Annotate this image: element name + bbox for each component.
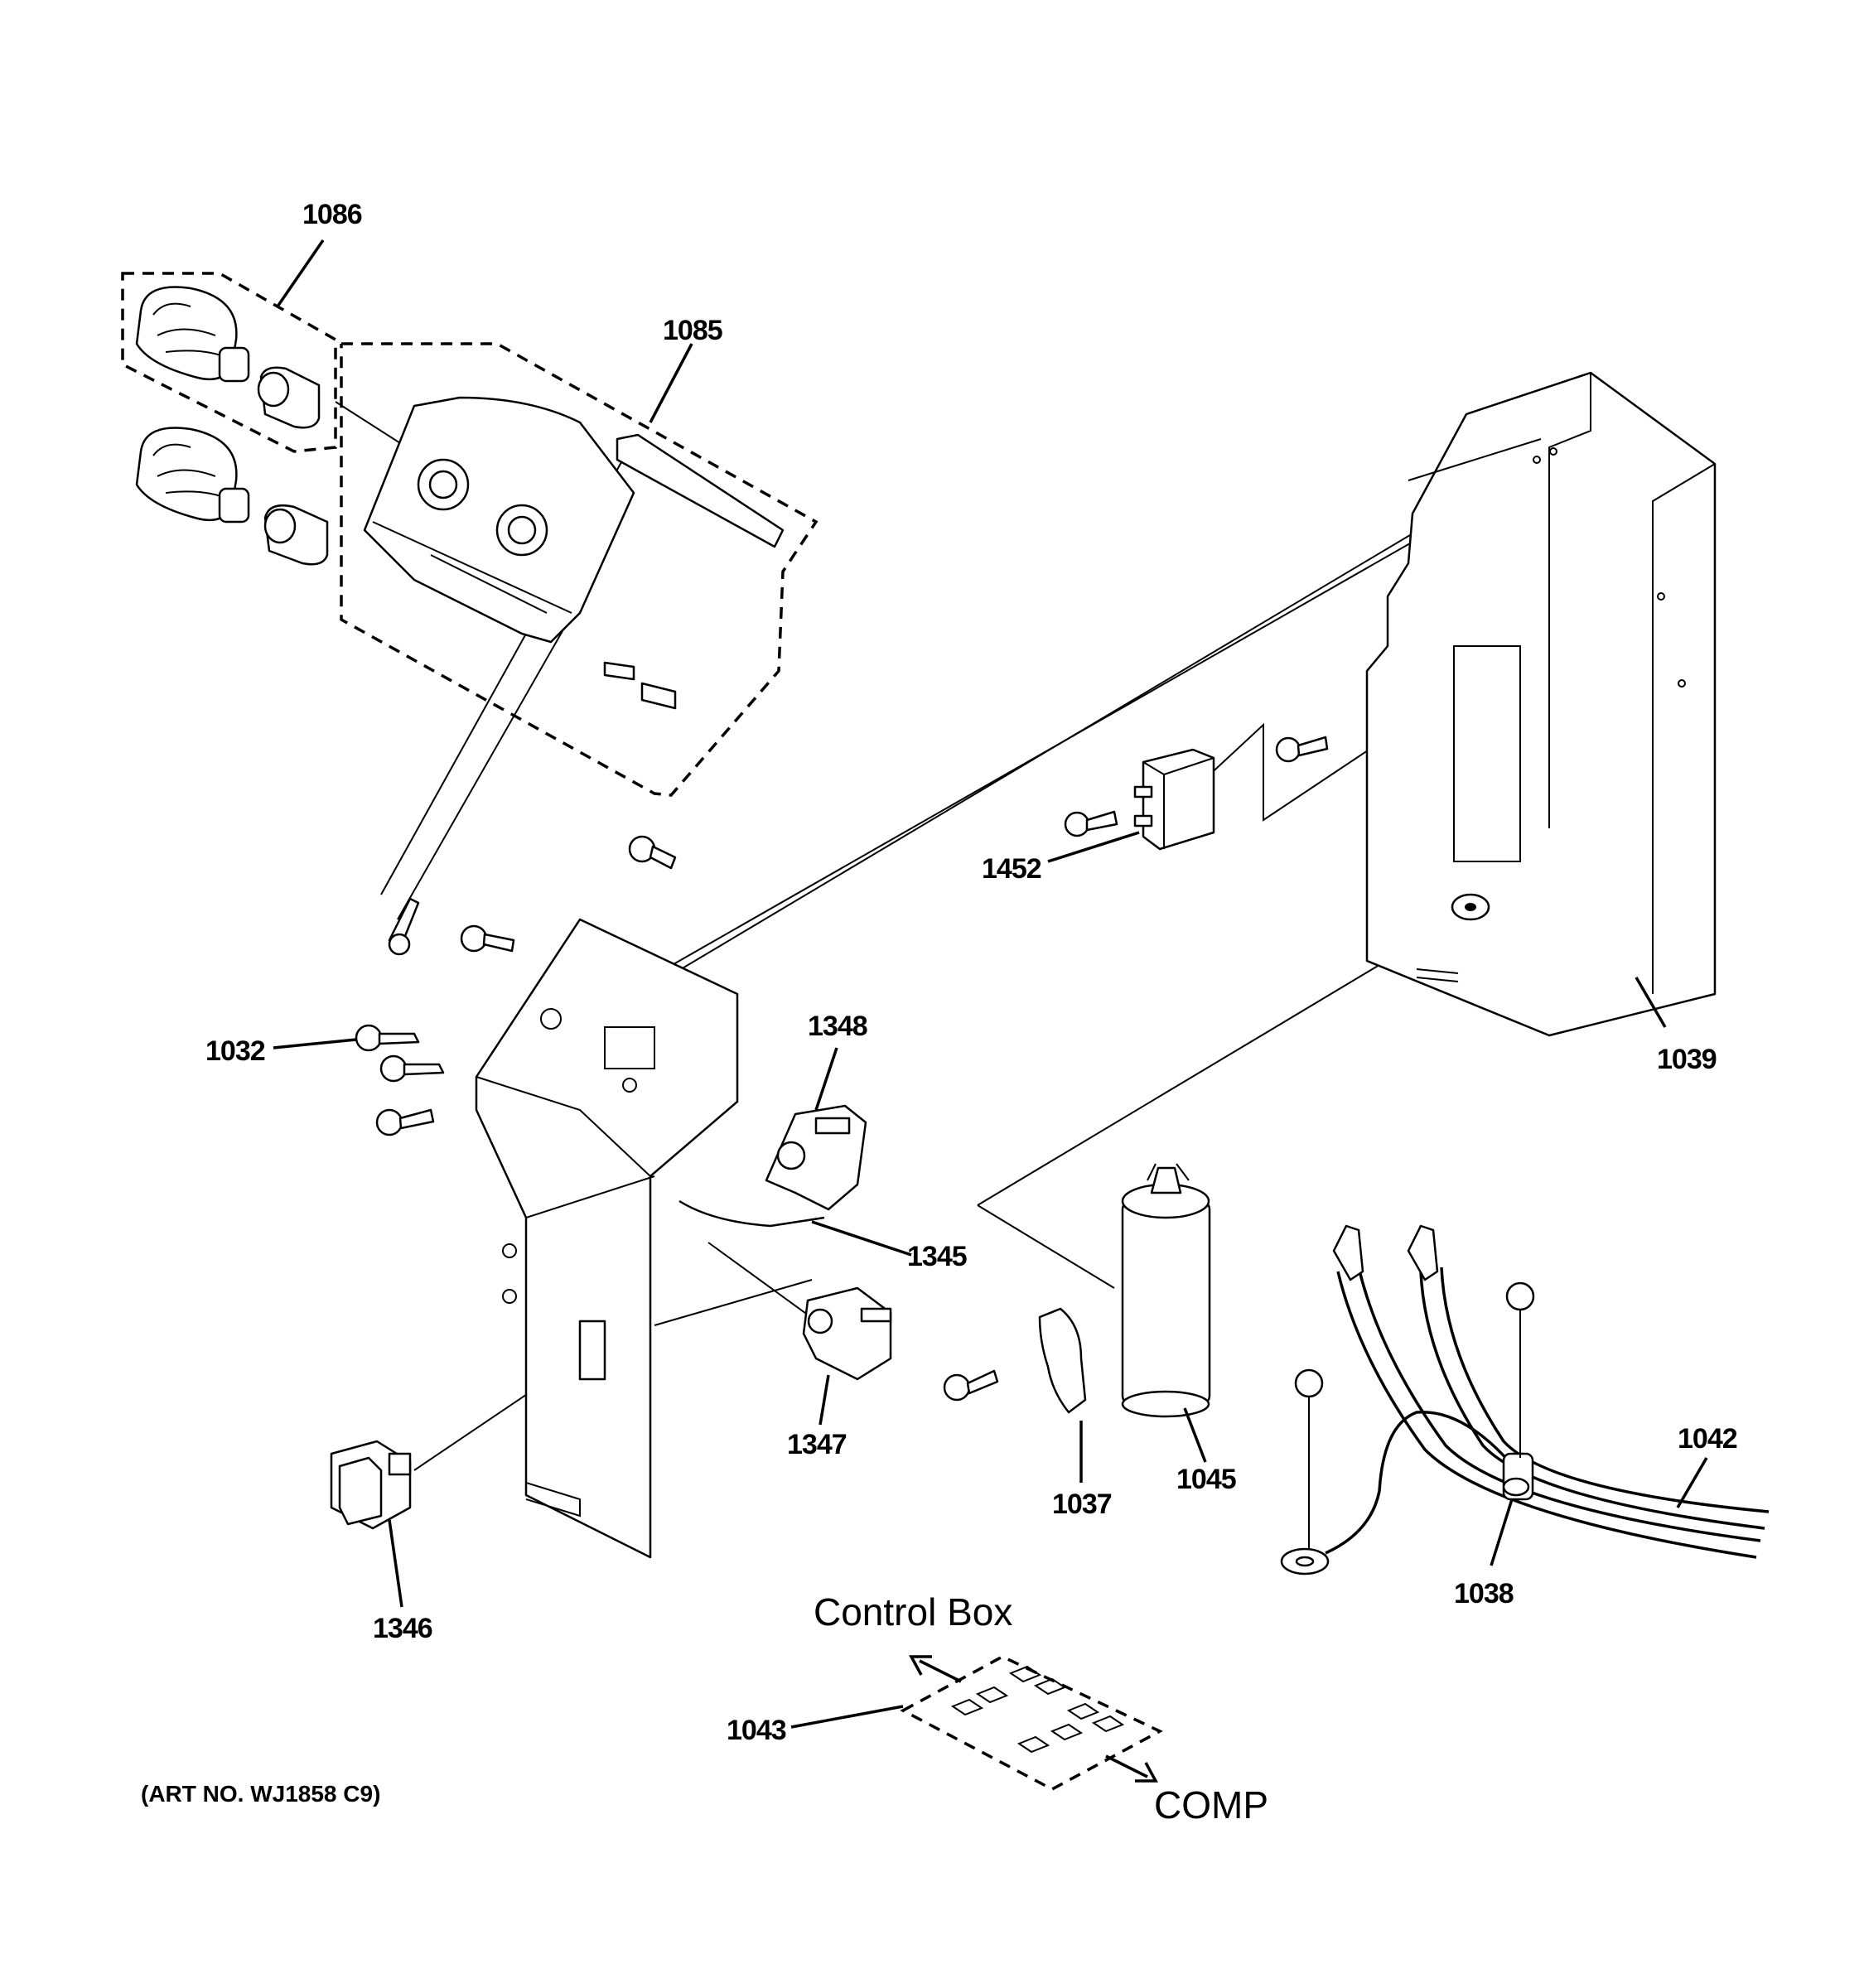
label-1347: 1347	[787, 1429, 847, 1460]
control-panel-group-1085	[340, 342, 819, 797]
control-box-housing-1039	[1365, 371, 1717, 1037]
label-1032: 1032	[205, 1035, 265, 1067]
label-1043: 1043	[727, 1715, 786, 1746]
part-labels: 1086 1085 1452 1039 1032 1348 1345 1347 …	[205, 199, 1738, 1746]
label-1037: 1037	[1052, 1489, 1112, 1520]
art-number: (ART NO. WJ1858 C9)	[141, 1781, 380, 1807]
relay-1452	[1064, 736, 1329, 851]
label-1452: 1452	[982, 853, 1041, 885]
label-1038: 1038	[1454, 1578, 1514, 1609]
label-1085: 1085	[663, 315, 722, 346]
label-1348: 1348	[808, 1011, 867, 1042]
control-bracket	[475, 918, 739, 1559]
capacitor-1045	[1121, 1163, 1211, 1418]
clamp-1037	[943, 1307, 1087, 1414]
label-1345: 1345	[907, 1241, 967, 1272]
rocker-switch-1346	[330, 1440, 412, 1530]
label-1045: 1045	[1176, 1464, 1236, 1495]
label-1042: 1042	[1678, 1423, 1737, 1455]
annotation-comp: COMP	[1154, 1783, 1268, 1826]
annotation-control-box: Control Box	[814, 1590, 1012, 1633]
screw-set-1032	[355, 835, 677, 1136]
wire-harness-1042	[1280, 1224, 1770, 1575]
thermostat-1348	[678, 1104, 867, 1228]
knob-group-1086	[121, 272, 337, 566]
label-1346: 1346	[373, 1613, 432, 1644]
terminal-set-1043	[900, 1655, 1163, 1791]
leader-lines	[273, 239, 1708, 1729]
label-1086: 1086	[302, 199, 362, 230]
thermostat-1347	[802, 1286, 892, 1381]
label-1039: 1039	[1657, 1044, 1717, 1075]
